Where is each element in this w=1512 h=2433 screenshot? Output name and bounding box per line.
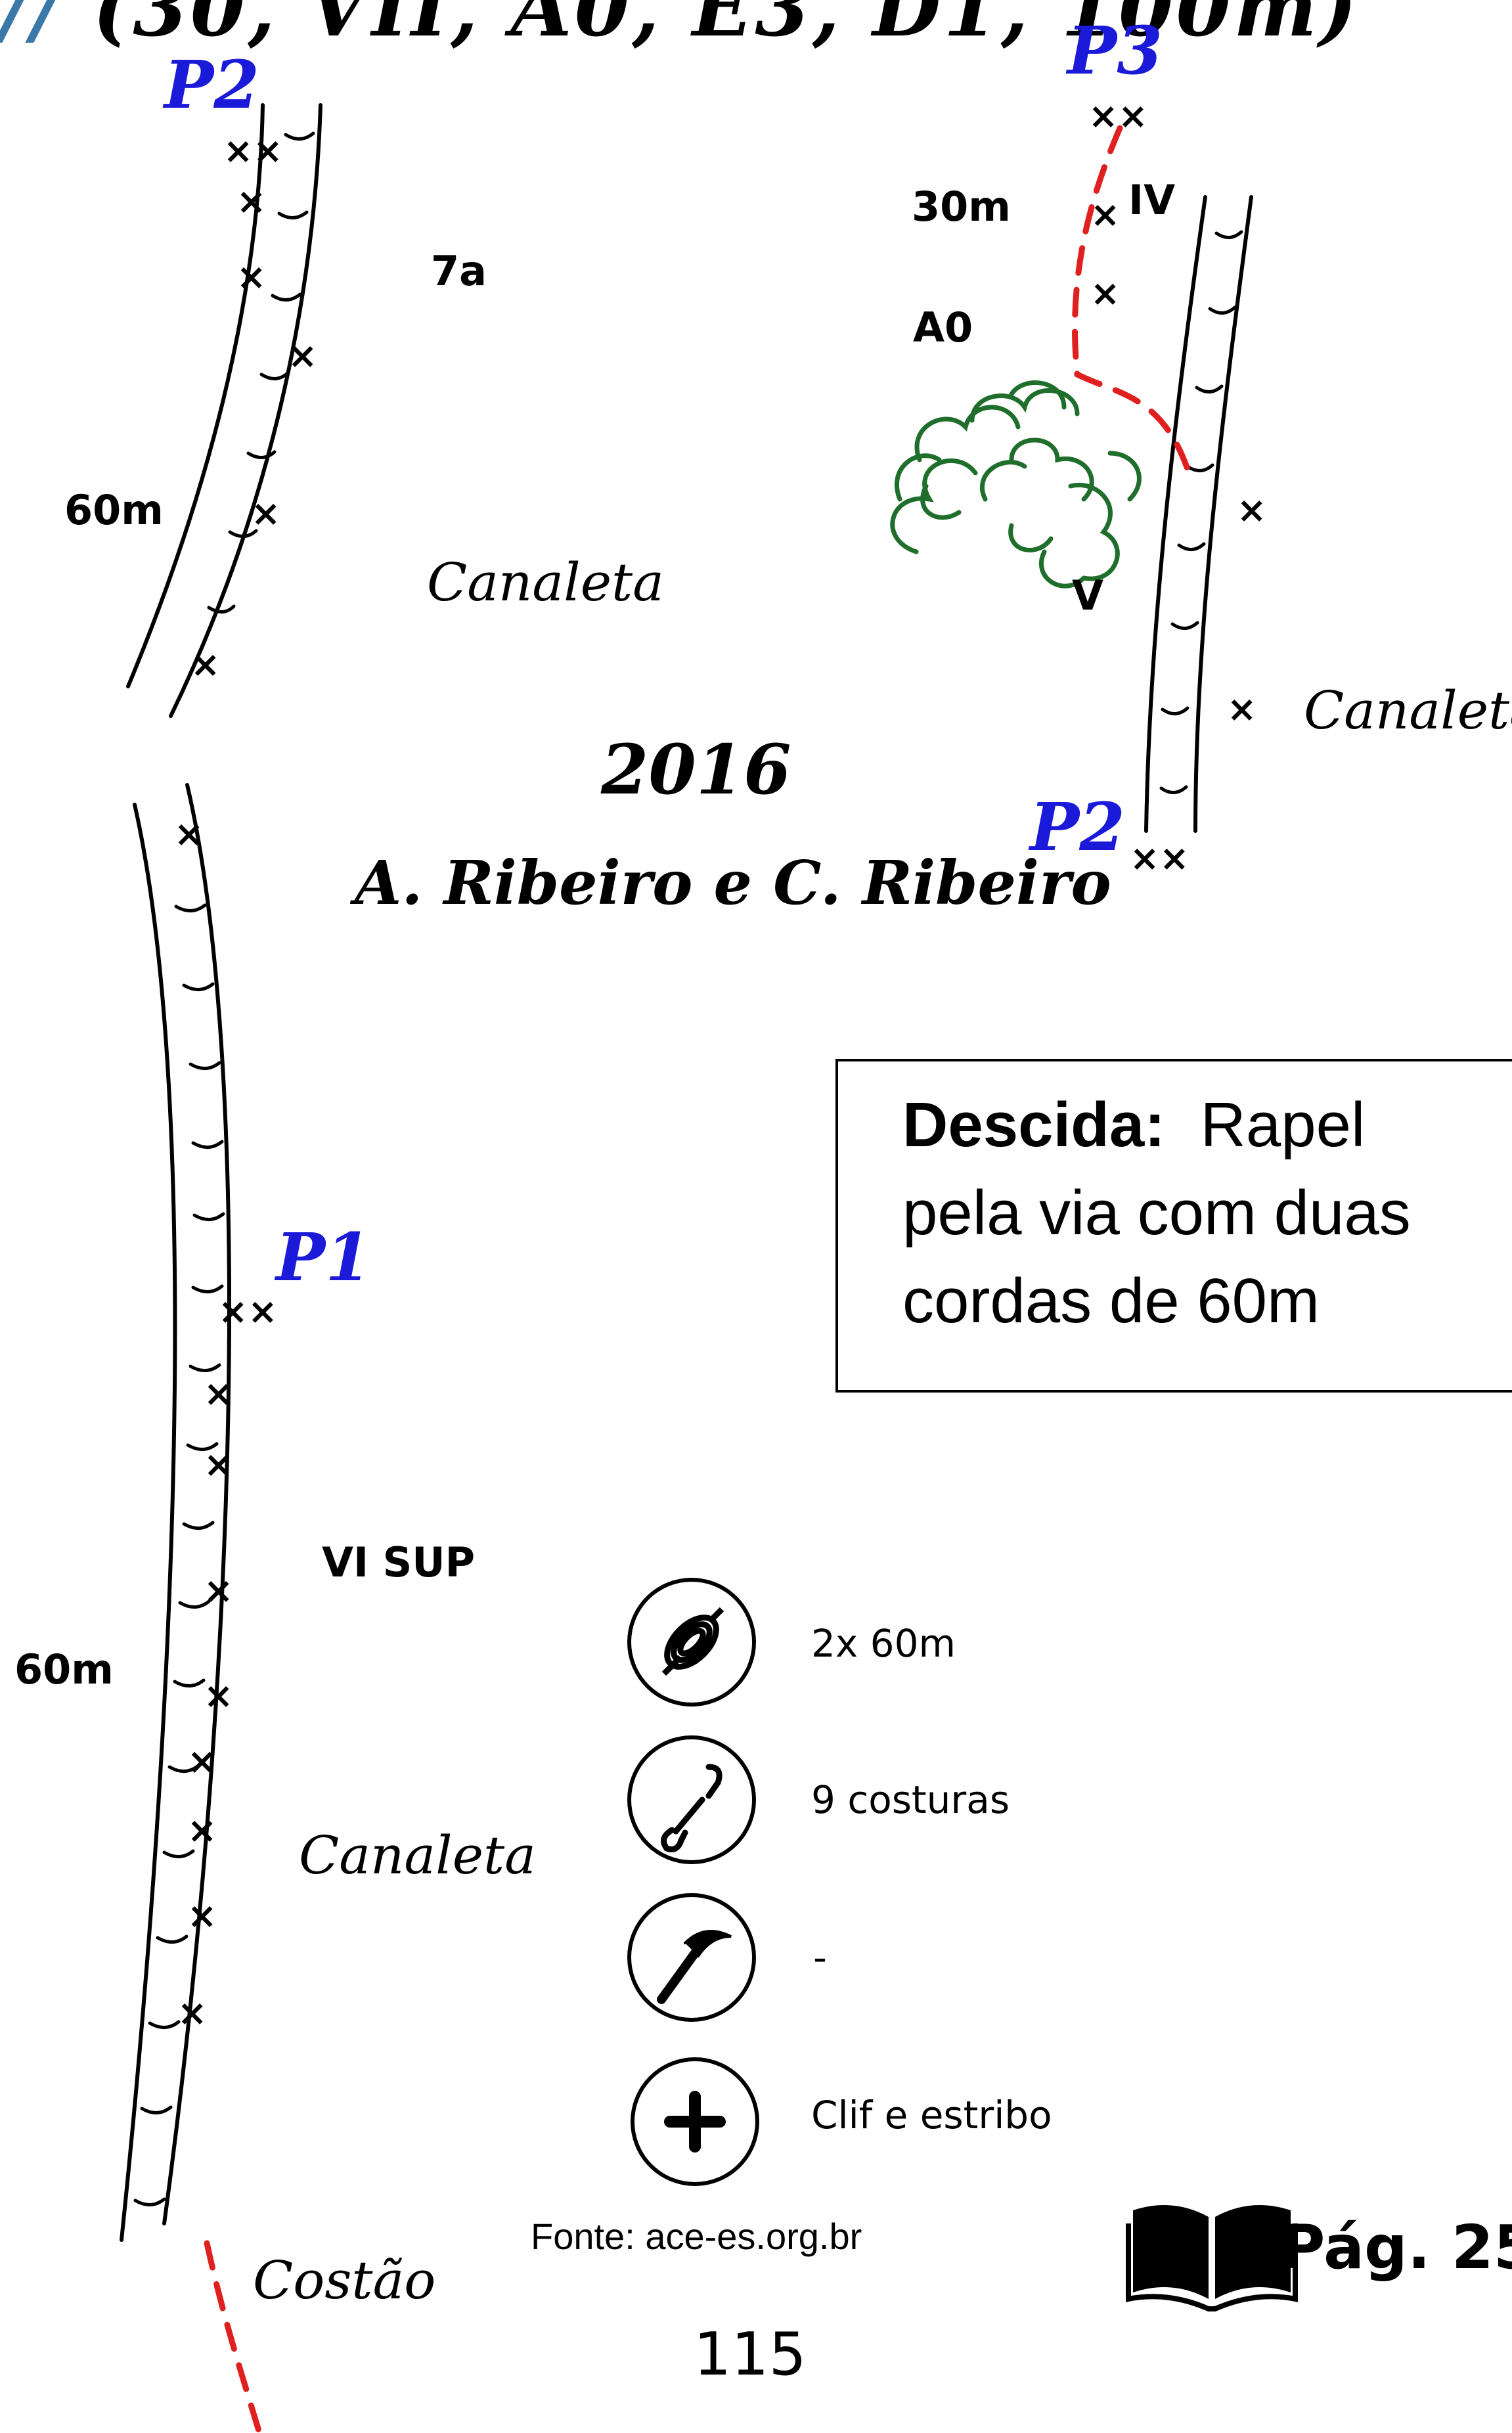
- descent-line-1: Rapel: [1200, 1090, 1366, 1160]
- descent-line-2: pela via com duas: [902, 1178, 1411, 1248]
- svg-text:×: ×: [187, 1741, 217, 1782]
- descent-line-3: cordas de 60m: [902, 1266, 1320, 1336]
- ice-axe-icon: [627, 1893, 756, 2022]
- gear-aid-text: Clif e estribo: [811, 2093, 1052, 2137]
- svg-text:×: ×: [1237, 489, 1266, 531]
- pitch-2-length: 60m: [64, 486, 164, 534]
- descent-label: Descida:: [902, 1090, 1166, 1160]
- source-credit: Fonte: ace-es.org.br: [531, 2216, 862, 2257]
- pitch-2-grade: 7a: [431, 247, 487, 295]
- pitch-3-length: 30m: [912, 183, 1011, 231]
- svg-text:×: ×: [187, 1810, 217, 1851]
- svg-text:×: ×: [236, 256, 266, 298]
- gear-axe-text: -: [813, 1935, 827, 1980]
- svg-text:×: ×: [204, 1570, 233, 1611]
- route-title-text: (30, VII, A0, E3, D1, 100m): [62, 0, 1360, 55]
- svg-text:×: ×: [174, 813, 204, 855]
- svg-text:××: ××: [1130, 837, 1190, 879]
- svg-text:×: ×: [1090, 194, 1120, 235]
- pitch-3-grade: IV: [1128, 176, 1176, 224]
- pitch-1-crack-left: [120, 803, 177, 2242]
- bolts: ×××× ××× ×××× ×××× ×××× ××× ××× ×: [174, 95, 1266, 2034]
- page-reference: Pág. 25: [1281, 2212, 1512, 2283]
- pitch-3-crack-left: [1144, 195, 1207, 833]
- svg-text:×: ×: [204, 1373, 233, 1414]
- pitch-1-feature: Canaleta: [299, 1825, 536, 1886]
- route-dashed-line: [204, 125, 1192, 2433]
- pitch-2-crack-left: [126, 103, 265, 688]
- route-title-mark: //: [0, 0, 63, 55]
- quickdraw-icon: [627, 1735, 756, 1864]
- gear-rope-text: 2x 60m: [811, 1621, 956, 1666]
- belay-p2-upper: P2: [164, 46, 259, 123]
- svg-text:×: ×: [236, 181, 266, 222]
- first-ascent-year: 2016: [601, 729, 791, 810]
- belay-p1: P1: [276, 1218, 371, 1296]
- pitch-1-length: 60m: [14, 1645, 114, 1693]
- pitch-2-feature: Canaleta: [427, 552, 664, 613]
- page-number: 115: [694, 2320, 807, 2389]
- book-icon: [1126, 2205, 1298, 2311]
- svg-text:××: ××: [223, 130, 283, 171]
- pitch-3-crack-right: [1193, 195, 1253, 833]
- svg-text:×: ×: [187, 1895, 217, 1936]
- rope-icon: [627, 1578, 756, 1707]
- pitch-3-aid: A0: [913, 303, 973, 351]
- gear-quickdraw-text: 9 costuras: [811, 1777, 1010, 1822]
- svg-text:×: ×: [1227, 688, 1256, 730]
- first-ascent-authors: A. Ribeiro e C. Ribeiro: [355, 847, 1111, 918]
- approach-label: Costão: [253, 2250, 436, 2311]
- pitch-2-crack-right: [169, 103, 322, 718]
- plus-icon: [631, 2057, 759, 2186]
- pitch-3-feature: Canaleta: [1304, 680, 1512, 741]
- pitch-1-crack-right: [162, 783, 231, 2225]
- descent-box: Descida: Rapel pela via com duas cordas …: [835, 1059, 1512, 1393]
- svg-text:××: ××: [218, 1291, 278, 1332]
- crack-texture: [133, 131, 1243, 2206]
- pitch-3-lower-grade: V: [1072, 571, 1103, 619]
- svg-text:×: ×: [204, 1444, 233, 1485]
- belay-p2-lower: P2: [1030, 788, 1125, 866]
- route-title: // (30, VII, A0, E3, D1, 100m): [0, 0, 1360, 55]
- svg-text:×: ×: [251, 493, 280, 534]
- svg-text:×: ×: [204, 1675, 233, 1716]
- pitch-1-grade: VI SUP: [322, 1538, 476, 1586]
- vegetation-bush: [890, 380, 1142, 589]
- svg-text:×: ×: [190, 644, 220, 685]
- svg-text:×: ×: [1090, 273, 1120, 314]
- svg-text:×: ×: [177, 1992, 207, 2034]
- svg-text:×: ×: [288, 335, 317, 376]
- belay-p3: P3: [1067, 12, 1163, 89]
